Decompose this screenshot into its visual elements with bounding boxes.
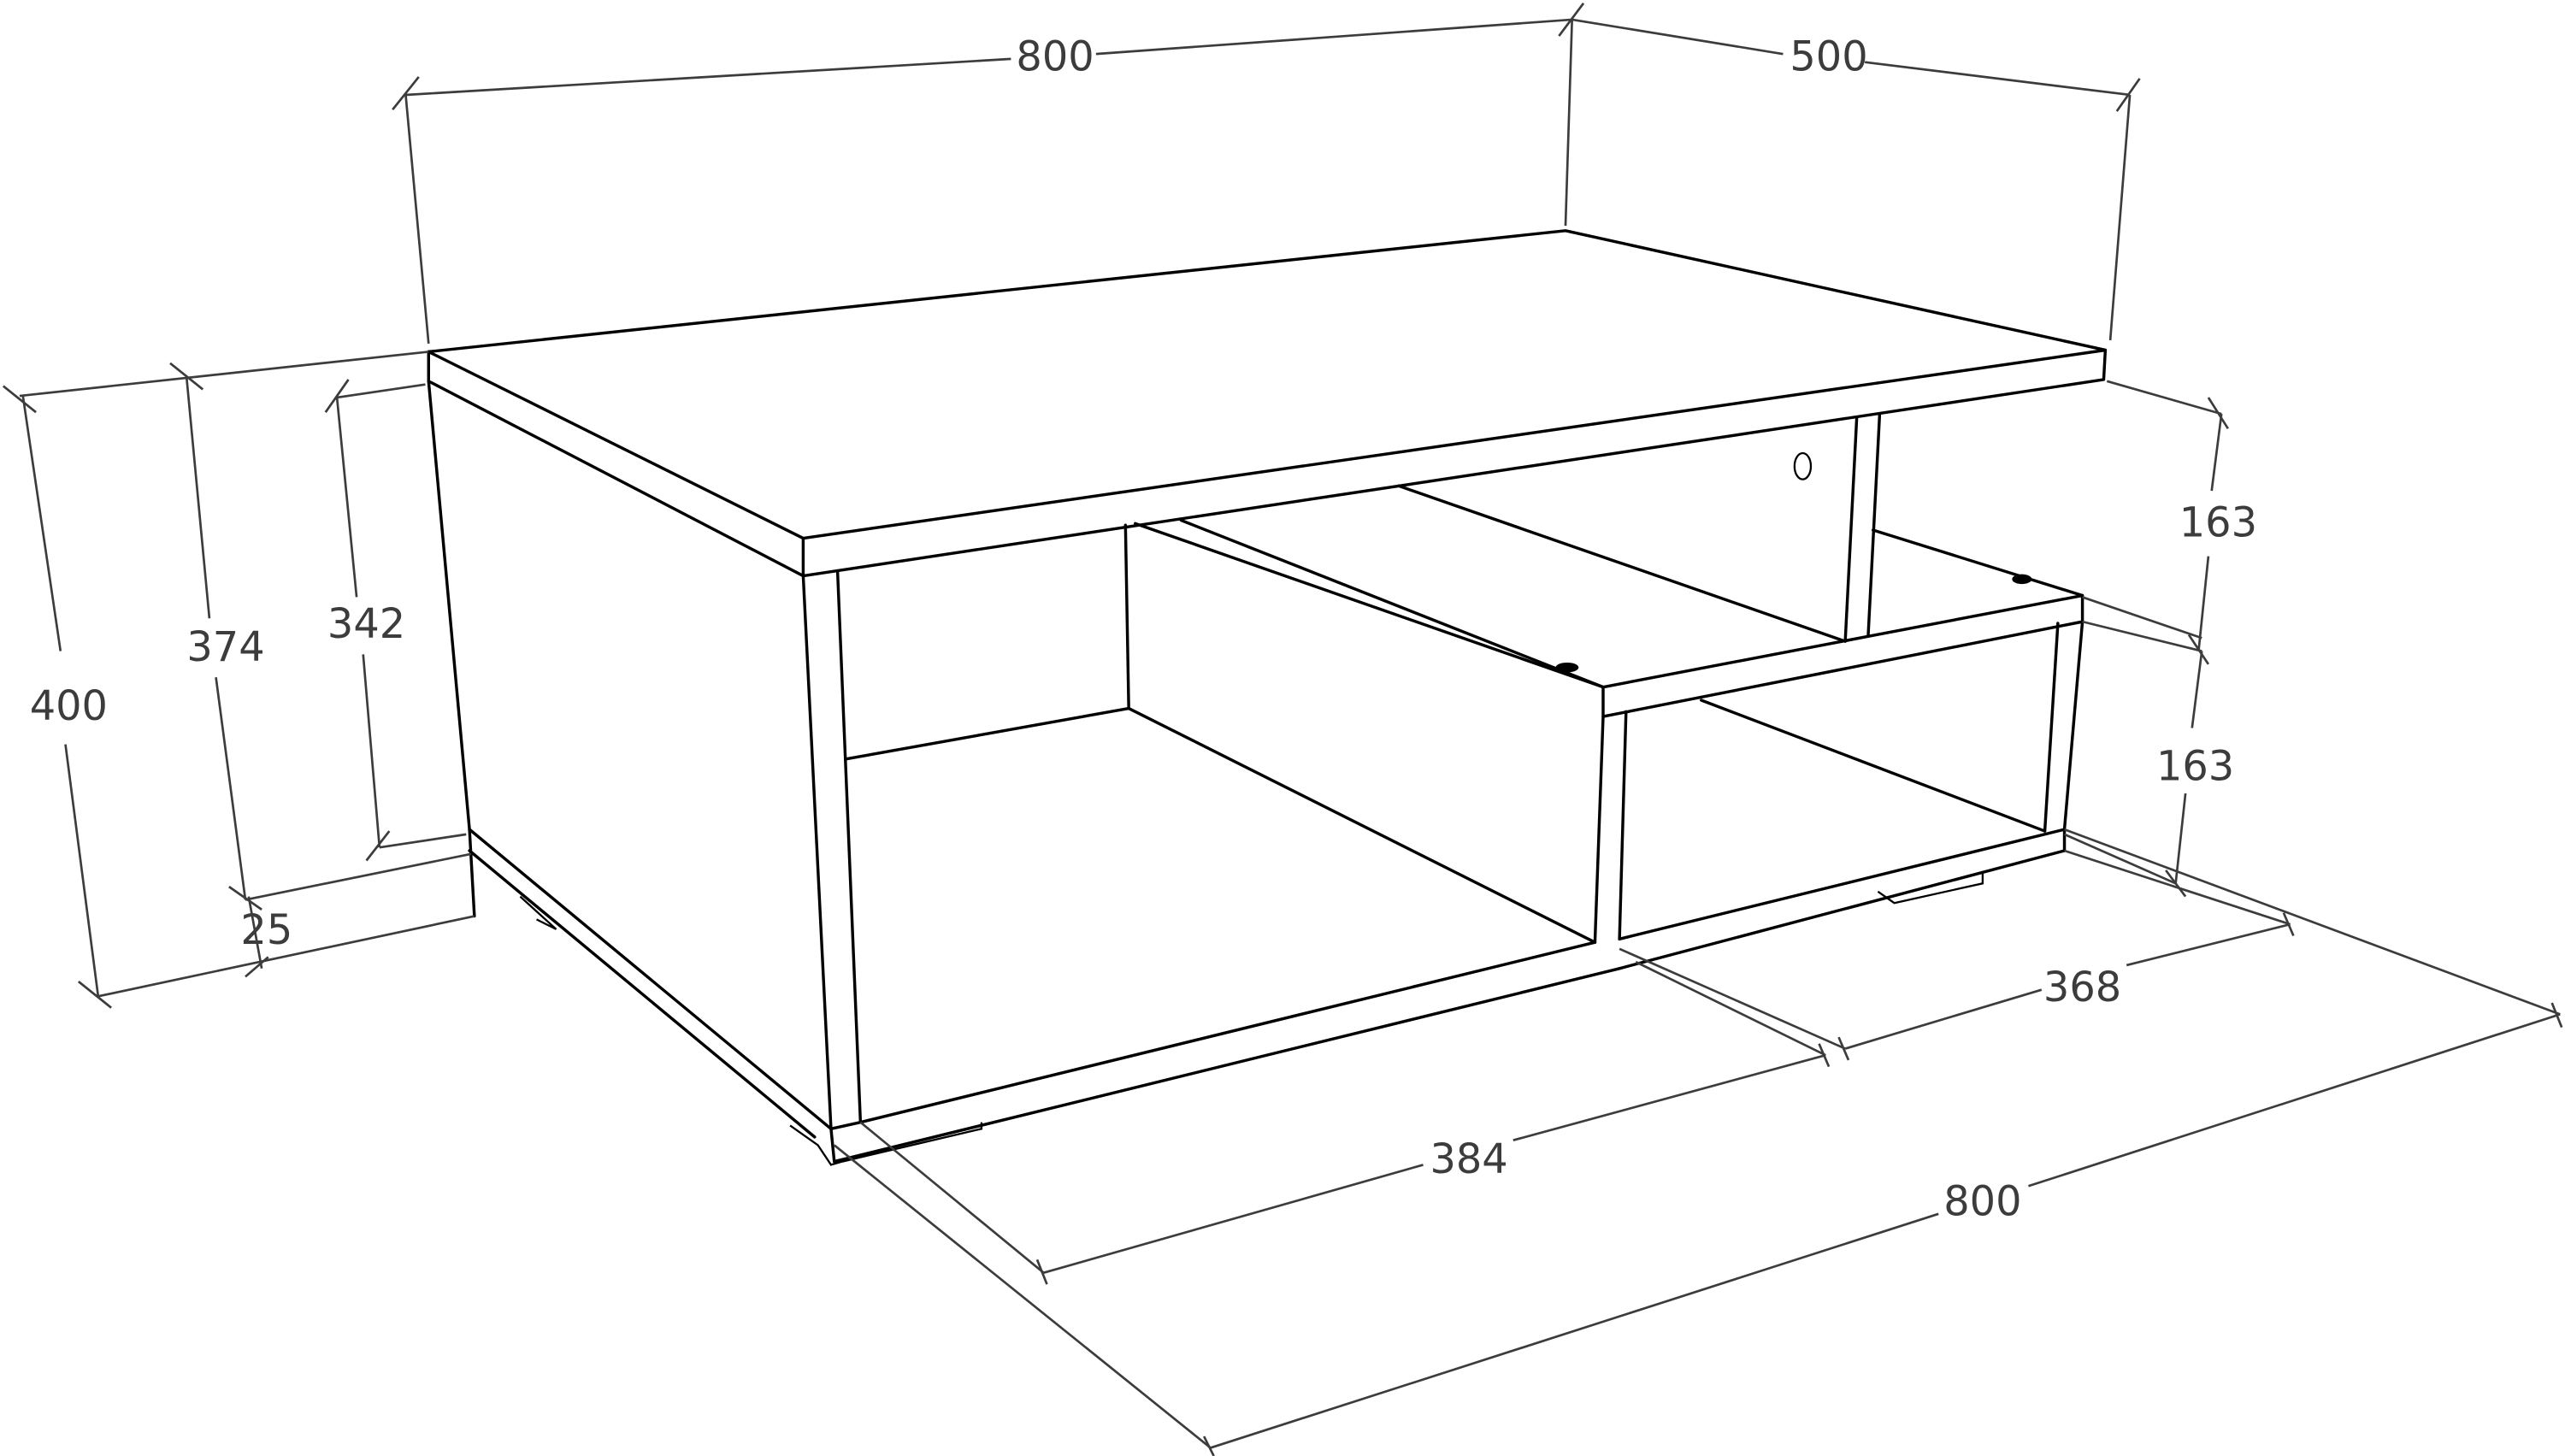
left-side-panel xyxy=(427,380,833,1139)
dim-label-plinth-height: 25 xyxy=(240,907,292,954)
dim-label-height-under-top: 374 xyxy=(186,624,264,671)
dim-label-upper-shelf-gap: 163 xyxy=(2179,500,2257,547)
dim-label-lower-shelf-gap: 163 xyxy=(2156,744,2234,791)
tabletop xyxy=(427,229,2108,578)
dimension-top-depth xyxy=(1564,18,2141,341)
dimension-right-heights xyxy=(2064,380,2229,898)
dim-label-right-section-width: 368 xyxy=(2043,964,2121,1011)
middle-shelf xyxy=(1555,528,2084,718)
front-left-panel xyxy=(519,569,1621,1166)
dim-label-total-height: 400 xyxy=(30,683,108,730)
dimension-bottom-widths xyxy=(833,828,2563,1456)
dim-label-top-depth: 500 xyxy=(1790,33,1867,80)
dim-label-top-width: 800 xyxy=(1016,33,1094,80)
dimension-top-width xyxy=(392,3,1585,344)
dim-label-bottom-width: 800 xyxy=(1943,1179,2021,1226)
dimension-left-heights xyxy=(2,351,475,1009)
dim-label-inner-height: 342 xyxy=(327,601,405,648)
inner-compartments xyxy=(844,414,1882,944)
right-section xyxy=(1593,620,2084,970)
dim-label-left-section-width: 384 xyxy=(1430,1136,1507,1183)
